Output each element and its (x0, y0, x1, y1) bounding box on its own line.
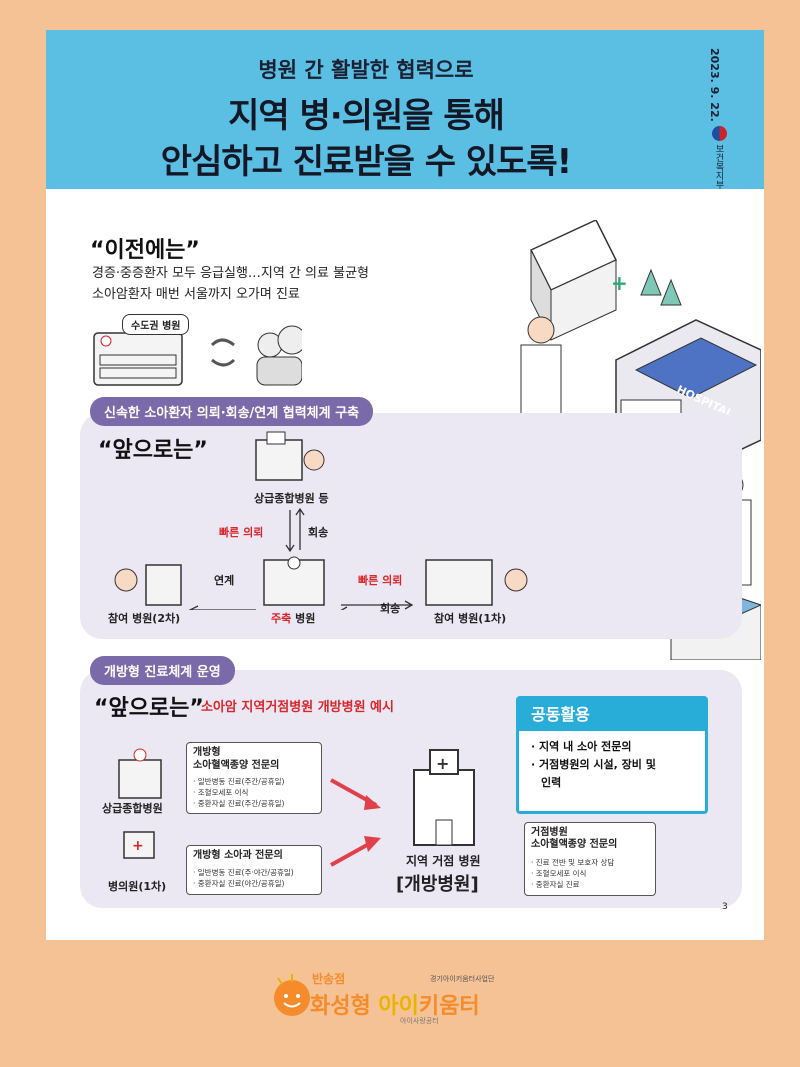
card2-item: · 중환자실 진료(야간/공휴일) (193, 879, 285, 888)
ministry-logo: 보건복지부 (708, 126, 730, 189)
core-hospital-prefix: 주축 (271, 612, 292, 625)
card1-title2: 소아혈액종양 전문의 (193, 760, 280, 771)
participant-1-label: 참여 병원(1차) (434, 612, 507, 625)
cross-icon (100, 335, 112, 347)
shared-use-box: 공동활용 · 지역 내 소아 전문의 · 거점병원의 시설, 장비 및 인력 (516, 696, 708, 814)
arrow-head (364, 836, 381, 852)
open-hospital-label: [개방병원] (396, 874, 479, 895)
core-hospital-label: 주축 병원 (271, 610, 315, 626)
footer-logo: 반송점 경기아이키움터사업단 화성형 아이키움터 아이사랑공터 (270, 970, 530, 1032)
brand-sub2: 키움터 (418, 994, 480, 1019)
header-banner: 병원 간 활발한 협력으로 지역 병·의원을 통해 안심하고 진료받을 수 있도… (46, 30, 764, 189)
card3-title2: 소아혈액종양 전문의 (531, 839, 618, 850)
hub-oncologist-card: 거점병원 소아혈액종양 전문의 · 진료 전반 및 보호자 상담 · 조혈모세포… (524, 822, 656, 896)
banner-title-line1: 지역 병·의원을 통해 (228, 96, 505, 136)
page-number: 3 (722, 902, 728, 912)
svg-text:+: + (132, 838, 144, 854)
upper-hospital-icon (255, 431, 325, 481)
participant-1-icon (425, 559, 528, 606)
link-label: 연계 (214, 574, 235, 587)
before-illustration (93, 325, 302, 386)
fast-referral-label-2: 빠른 의뢰 (358, 574, 403, 587)
before-line1: 경증·중증환자 모두 응급실행…지역 간 의료 불균형 (92, 266, 369, 281)
card2-item: · 일반병동 진료(주·야간/공휴일) (193, 868, 294, 877)
upper-hospital-small-label: 상급종합병원 (102, 802, 163, 815)
card3-item: · 조혈모세포 이식 (531, 869, 587, 878)
branch-name: 반송점 (312, 972, 346, 986)
link-arrow (188, 605, 256, 610)
participant-2-label: 참여 병원(2차) (108, 612, 181, 625)
upper-hospital-label: 상급종합병원 등 (254, 492, 329, 505)
brand-tagline: 아이사랑공터 (400, 1017, 439, 1025)
card2-title: 개방형 소아과 전문의 (193, 850, 283, 861)
open-hospital-example: 소아암 지역거점병원 개방병원 예시 (201, 700, 394, 715)
family-body (256, 356, 302, 386)
card1-item: · 중환자실 진료(주간/공휴일) (193, 799, 285, 808)
open-oncologist-card: 개방형 소아혈액종양 전문의 · 일반병동 진료(주간/공휴일) · 조혈모세포… (186, 742, 322, 814)
collaboration-section (80, 413, 742, 639)
org-name: 경기아이키움터사업단 (430, 975, 495, 983)
core-hospital-icon (263, 556, 325, 606)
release-date: 2023. 9. 22. (708, 48, 721, 122)
trees (640, 268, 682, 306)
doctor-left (520, 316, 562, 421)
card3-item: · 중환자실 진료 (531, 880, 580, 889)
shared-use-item2a: · 거점병원의 시설, 장비 및 (531, 758, 656, 771)
return-label-1: 회송 (308, 526, 329, 539)
section1-heading: “앞으로는” (98, 438, 208, 463)
hub-hospital-label: 지역 거점 병원 (406, 854, 481, 868)
upper-hospital-small-icon (118, 748, 162, 799)
taegeuk-icon (711, 126, 727, 141)
smiley-logo-icon (274, 974, 310, 1016)
section2-pill: 개방형 진료체계 운영 (90, 656, 235, 685)
vertical-arrows (285, 507, 305, 553)
center-hospital-graphic: + (330, 749, 475, 867)
arrow-head (364, 795, 381, 810)
card3-title1: 거점병원 (531, 827, 568, 838)
brand-main: 화성형 (310, 994, 371, 1019)
card1-title1: 개방형 (193, 747, 221, 758)
participant-2-icon (114, 564, 182, 606)
green-cross-icon: + (611, 271, 628, 295)
poster-page: 병원 간 활발한 협력으로 지역 병·의원을 통해 안심하고 진료받을 수 있도… (46, 30, 764, 940)
card1-item: · 조혈모세포 이식 (193, 788, 249, 797)
collab-diagram (114, 431, 528, 610)
shared-use-item2b: 인력 (541, 776, 562, 789)
shared-use-title: 공동활용 (519, 699, 705, 731)
clinic-small-icon: + (123, 831, 155, 859)
svg-text:+: + (436, 754, 449, 773)
transfer-arrows-icon (210, 338, 236, 367)
brand-name: 화성형 아이키움터 (310, 988, 480, 1020)
open-pediatrician-card: 개방형 소아과 전문의 · 일반병동 진료(주·야간/공휴일) · 중환자실 진… (186, 845, 322, 895)
regional-hub-hospital-icon: + (413, 749, 475, 846)
window-row (99, 367, 177, 379)
fast-referral-label-1: 빠른 의뢰 (219, 526, 264, 539)
core-hospital-suffix: 병원 (291, 612, 316, 625)
guardian-icon (277, 325, 302, 355)
section1-pill: 신속한 소아환자 의뢰·회송/연계 협력체계 구축 (90, 397, 374, 426)
card3-item: · 진료 전반 및 보호자 상담 (531, 858, 615, 867)
banner-title-line2: 안심하고 진료받을 수 있도록! (160, 142, 572, 182)
banner-subtitle: 병원 간 활발한 협력으로 (258, 58, 474, 82)
clinic-label: 병의원(1차) (108, 880, 167, 893)
section2-heading: “앞으로는” (94, 696, 204, 721)
card1-item: · 일반병동 진료(주간/공휴일) (193, 777, 285, 786)
window-row (99, 354, 177, 366)
capital-hospital-label: 수도권 병원 (122, 314, 190, 335)
brand-sub1: 아이 (378, 994, 419, 1019)
before-heading: “이전에는” (90, 238, 200, 263)
horizontal-arrows (340, 600, 414, 610)
section2-left-icons: + (118, 748, 162, 859)
shared-use-item1: · 지역 내 소아 전문의 (531, 740, 632, 753)
return-label-2: 회송 (380, 602, 401, 615)
ministry-name: 보건복지부 (713, 144, 724, 189)
before-line2: 소아암환자 매번 서울까지 오가며 진료 (92, 287, 300, 302)
